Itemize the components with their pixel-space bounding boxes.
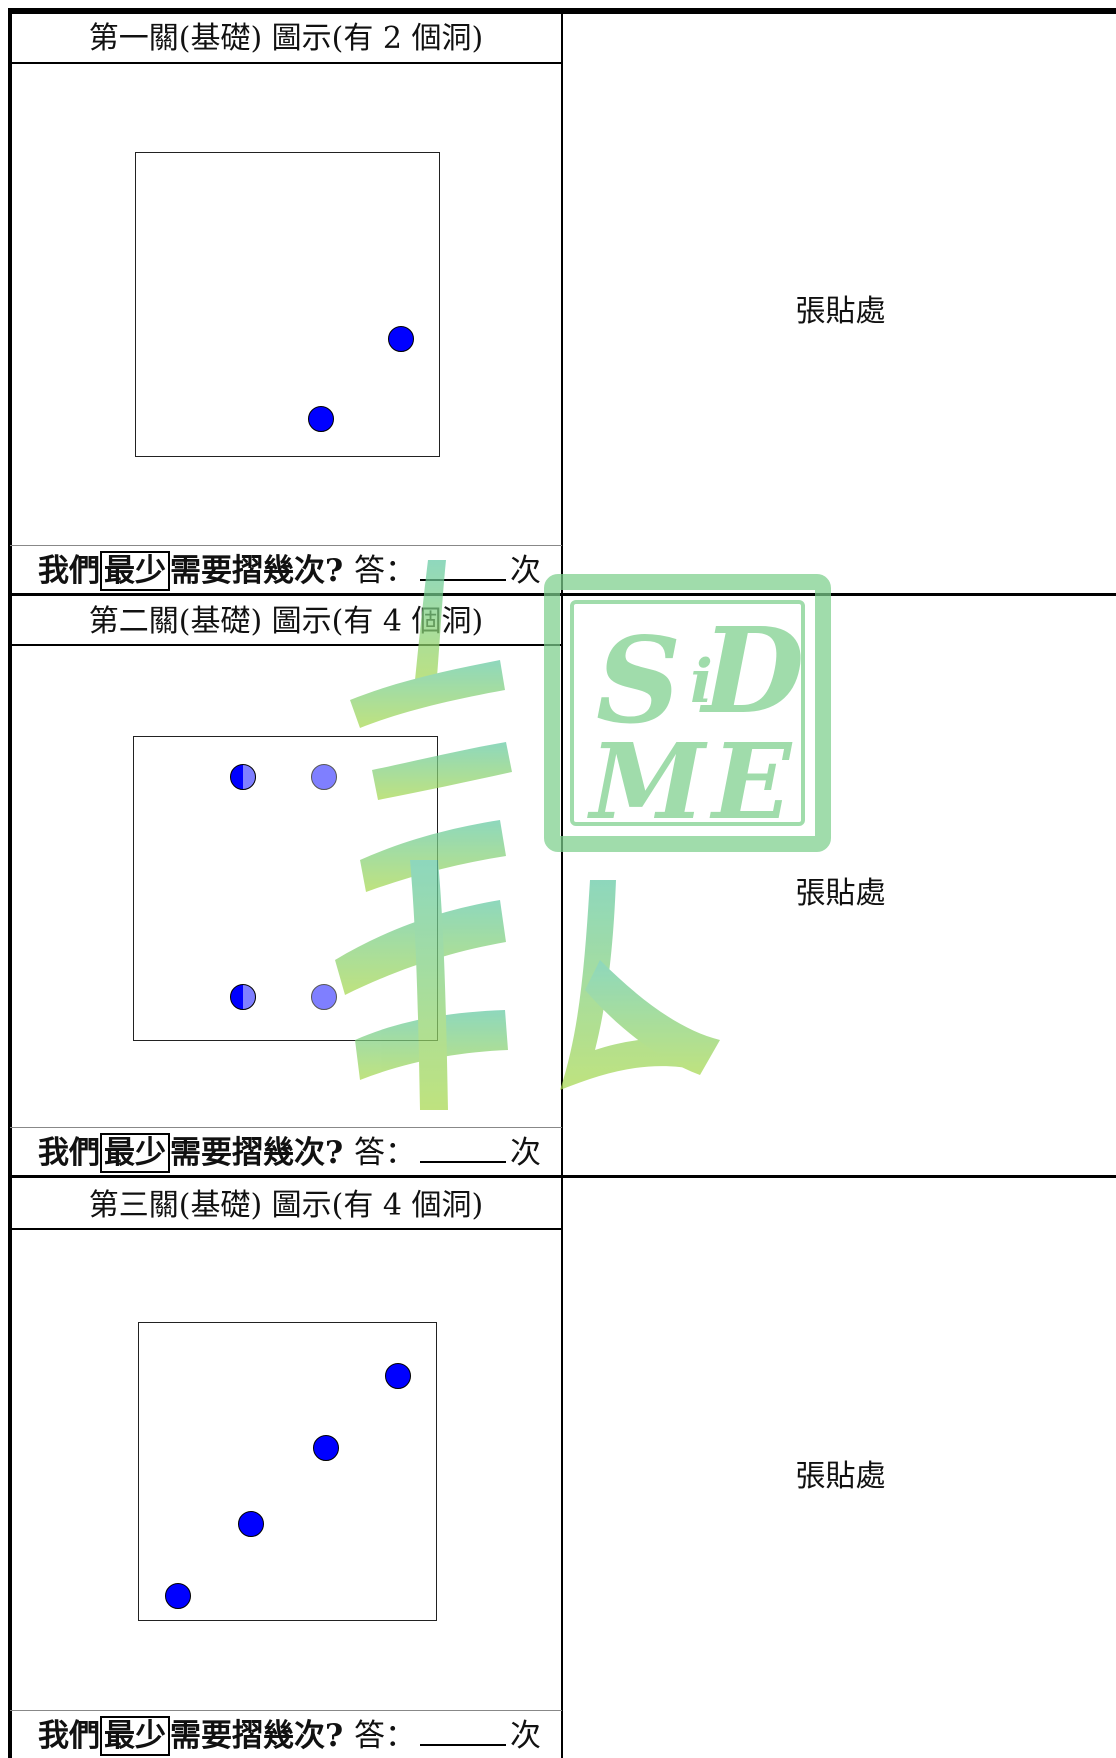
watermark-stamp-letter: i (690, 647, 713, 717)
hole-icon (311, 984, 337, 1010)
watermark-stamp-letter: M (587, 720, 708, 843)
level-3-paper-diagram (138, 1322, 437, 1621)
hole-icon (165, 1583, 191, 1609)
answer-label: 答： (353, 553, 416, 589)
level-1-header: 第一關(基礎) 圖示(有 2 個洞) (88, 21, 484, 56)
question-line-2 (10, 1127, 562, 1128)
left-border (8, 8, 12, 1758)
answer-blank[interactable] (419, 1135, 506, 1163)
watermark-stamp-frame (544, 574, 831, 852)
question-emphasis: 最少 (100, 1133, 170, 1173)
row-divider-1 (10, 593, 1116, 596)
answer-blank[interactable] (419, 553, 506, 581)
header-underline-1 (10, 62, 562, 64)
answer-label: 答： (353, 1135, 416, 1171)
answer-unit: 次 (509, 553, 541, 589)
question-line-3 (10, 1710, 562, 1711)
level-2-paste-area-label: 張貼處 (795, 876, 886, 911)
question-prefix: 我們 (38, 1718, 100, 1754)
answer-label: 答： (353, 1718, 416, 1754)
hole-icon (230, 984, 256, 1010)
level-2-question: 我們最少需要摺幾次? 答： 次 (38, 1133, 541, 1173)
hole-icon (313, 1435, 339, 1461)
question-suffix: 需要摺幾次? (170, 553, 344, 589)
answer-blank[interactable] (419, 1718, 506, 1746)
hole-icon (311, 764, 337, 790)
watermark-brush-stroke (585, 960, 720, 1075)
level-3-question: 我們最少需要摺幾次? 答： 次 (38, 1716, 541, 1756)
watermark-stamp-letter: D (699, 601, 804, 740)
column-divider (561, 8, 563, 1758)
question-emphasis: 最少 (100, 551, 170, 591)
watermark-brush-stroke (350, 660, 505, 728)
level-1-question: 我們最少需要摺幾次? 答： 次 (38, 551, 541, 591)
level-3-paste-area-label: 張貼處 (795, 1459, 886, 1494)
question-prefix: 我們 (38, 1135, 100, 1171)
watermark-stamp-inner (570, 600, 805, 826)
hole-icon (308, 406, 334, 432)
hole-icon (388, 326, 414, 352)
hole-icon (385, 1363, 411, 1389)
level-2-header: 第二關(基礎) 圖示(有 4 個洞) (88, 604, 484, 639)
header-underline-2 (10, 644, 562, 646)
header-underline-3 (10, 1228, 562, 1230)
hole-icon (238, 1511, 264, 1537)
row-divider-2 (10, 1175, 1116, 1178)
level-1-paper-diagram (135, 152, 440, 457)
answer-unit: 次 (509, 1135, 541, 1171)
question-suffix: 需要摺幾次? (170, 1718, 344, 1754)
level-2-paper-diagram (133, 736, 438, 1041)
watermark-stamp-letter: S (596, 611, 681, 750)
top-border (10, 8, 1116, 14)
question-prefix: 我們 (38, 553, 100, 589)
hole-icon (230, 764, 256, 790)
answer-unit: 次 (509, 1718, 541, 1754)
question-emphasis: 最少 (100, 1716, 170, 1756)
level-1-paste-area-label: 張貼處 (795, 294, 886, 329)
level-3-header: 第三關(基礎) 圖示(有 4 個洞) (88, 1188, 484, 1223)
question-suffix: 需要摺幾次? (170, 1135, 344, 1171)
question-line-1 (10, 545, 562, 546)
watermark-stamp-letter: E (709, 720, 793, 843)
